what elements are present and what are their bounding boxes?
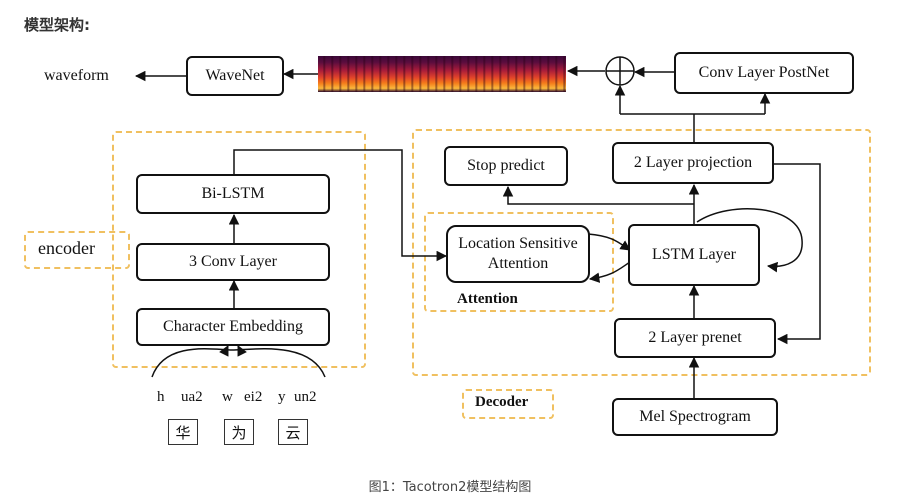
encoder-label-box [24,231,130,269]
input-arc [151,348,326,378]
arrow-projection-to-prenet [774,163,821,345]
projection-box: 2 Layer projection [612,142,774,184]
mel-spectrogram-box: Mel Spectrogram [612,398,778,436]
arrow-encoder-to-attention [233,149,448,262]
character-embedding-box: Character Embedding [136,308,330,346]
bilstm-box: Bi-LSTM [136,174,330,214]
encoder-region [112,131,366,368]
token-ei2: ei2 [244,389,263,405]
attention-label: Attention [457,291,518,307]
figure-caption: 图1：Tacotron2模型结构图 [368,480,532,495]
arrow-attention-to-lstm [587,233,631,251]
conv-layer-box: 3 Conv Layer [136,243,330,281]
encoder-label: encoder [38,238,95,258]
token-un2: un2 [294,389,317,405]
arrow-lstm-to-attention [588,261,631,283]
prenet-box: 2 Layer prenet [614,318,776,358]
decoder-region [412,129,871,376]
token-y: y [278,389,286,405]
token-w: w [222,389,233,405]
decoder-label: Decoder [475,394,529,410]
char-box-yun: 云 [278,419,308,445]
mel-spectrogram-image [318,56,566,92]
circle-plus-icon [605,56,635,86]
attention-region [424,212,614,312]
stop-predict-box: Stop predict [444,146,568,186]
decoder-label-box [462,389,554,419]
char-box-wei: 为 [224,419,254,445]
lstm-self-loop [696,208,803,273]
token-h: h [157,389,165,405]
arrow-lstm-to-stop [502,185,694,205]
token-ua2: ua2 [181,389,203,405]
wavenet-box: WaveNet [186,56,284,96]
lstm-layer-box: LSTM Layer [628,224,760,286]
attention-box: Location Sensitive Attention [446,225,590,283]
waveform-output-label: waveform [44,67,109,84]
char-box-hua: 华 [168,419,198,445]
section-heading: 模型架构: [24,16,90,34]
postnet-box: Conv Layer PostNet [674,52,854,94]
